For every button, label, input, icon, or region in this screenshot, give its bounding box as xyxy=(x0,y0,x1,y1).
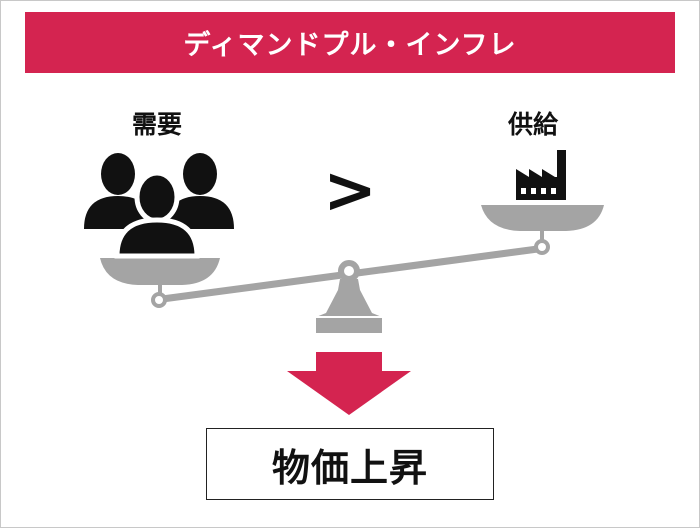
down-arrow xyxy=(287,352,411,415)
title-banner: ディマンドプル・インフレ xyxy=(25,12,675,73)
right-pan xyxy=(481,205,604,231)
demand-label: 需要 xyxy=(132,110,183,139)
comparison-symbol: > xyxy=(323,154,377,228)
right-pan-ring xyxy=(534,239,550,255)
people-group-icon xyxy=(84,153,234,259)
scale-stand xyxy=(316,279,382,333)
left-pan-ring xyxy=(151,292,167,308)
scale-pivot-ring xyxy=(338,260,360,282)
left-pan xyxy=(100,258,220,285)
result-box: 物価上昇 xyxy=(206,428,494,500)
supply-label: 供給 xyxy=(508,110,559,139)
result-text: 物価上昇 xyxy=(271,445,428,490)
title-text: ディマンドプル・インフレ xyxy=(183,30,517,61)
factory-icon xyxy=(516,150,566,200)
balance-scale xyxy=(100,205,604,333)
